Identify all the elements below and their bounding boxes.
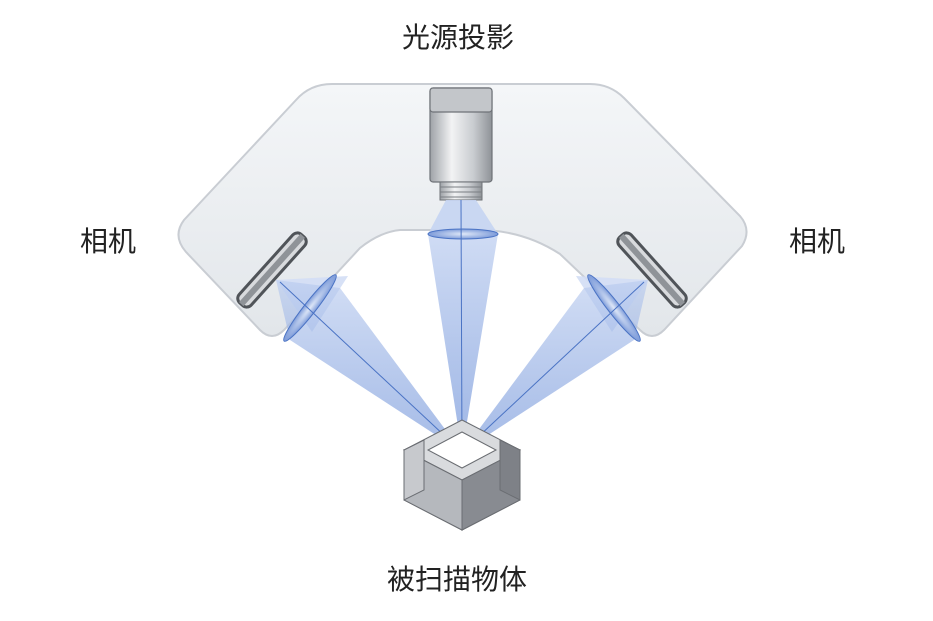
right-camera-unit xyxy=(461,231,688,453)
scanned-object-label: 被扫描物体 xyxy=(387,563,528,596)
left-camera-label: 相机 xyxy=(80,225,137,258)
scanned-object xyxy=(402,419,522,531)
left-camera-unit xyxy=(236,231,463,453)
projector-label: 光源投影 xyxy=(402,21,515,54)
right-camera-label: 相机 xyxy=(789,225,846,258)
projector-unit xyxy=(429,87,493,201)
projector-beam xyxy=(427,199,499,453)
